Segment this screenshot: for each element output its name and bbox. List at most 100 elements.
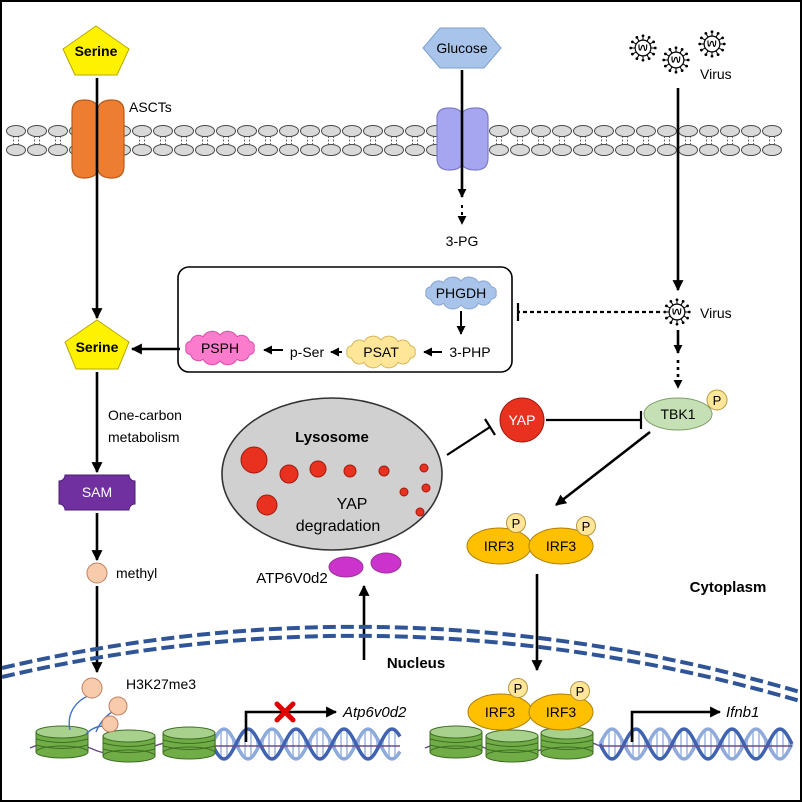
lipid-head: [258, 144, 278, 156]
tbk1-label: TBK1: [660, 406, 695, 422]
ifnb1-promoter-arrow: [630, 706, 722, 742]
ascts-label: ASCTs: [129, 99, 172, 115]
phospho-label: P: [512, 516, 521, 531]
chromatin-left: [29, 677, 402, 763]
lipid-head: [531, 125, 551, 137]
lipid-head: [48, 144, 68, 156]
yap-fragment: [378, 465, 390, 477]
irf3-label: IRF3: [546, 704, 577, 720]
lipid-head: [510, 144, 530, 156]
tbk1-to-irf3-arrow: [555, 430, 651, 507]
lipid-head: [510, 125, 530, 137]
irf3-label: IRF3: [484, 538, 515, 554]
lipid-head: [363, 144, 383, 156]
lipid-head: [657, 125, 677, 137]
lipid-head: [48, 125, 68, 137]
yap-fragment: [256, 494, 278, 516]
one-carbon-label-line1: One-carbon: [108, 407, 182, 423]
yap-label: YAP: [509, 412, 536, 428]
repression-x-icon: [274, 701, 296, 723]
lysosome-body: [221, 397, 443, 551]
lysosome-inhibits-yap-bar: [484, 418, 496, 436]
h3k27me3-mark: [108, 696, 128, 716]
nucleosome-icon: [540, 726, 594, 760]
tbk1-node: TBK1 P: [643, 389, 728, 431]
lipid-head: [6, 144, 26, 156]
tbk1-ellipse: [643, 397, 713, 431]
h3k27me3-label: H3K27me3: [126, 676, 196, 692]
yap-fragment: [399, 487, 409, 497]
phospho-label: P: [576, 684, 585, 699]
irf3-dimer-cytoplasm: IRF3 IRF3 P P: [466, 513, 596, 565]
lipid-head: [594, 125, 614, 137]
phospho-label: P: [514, 681, 523, 696]
yap-degradation-line1: YAP: [337, 496, 368, 513]
lipid-head: [195, 125, 215, 137]
lipid-head: [6, 125, 26, 137]
lipid-head: [321, 125, 341, 137]
lipid-head: [174, 144, 194, 156]
virus-label: Virus: [700, 305, 732, 321]
lysosome: Lysosome YAP degradation: [221, 397, 443, 551]
irf3-ellipse: [528, 693, 594, 731]
lipid-head: [216, 125, 236, 137]
lipid-head: [573, 144, 593, 156]
lipid-head: [342, 144, 362, 156]
nucleosome-icon: [485, 729, 539, 763]
3php-label: 3-PHP: [449, 344, 490, 360]
atp6v0d2-promoter-arrow: [244, 706, 338, 742]
serine-pentagon: [64, 319, 130, 370]
pser-label: p-Ser: [290, 344, 325, 360]
lipid-head: [174, 125, 194, 137]
phospho-badge: [706, 389, 728, 411]
phospho-label: P: [582, 519, 591, 534]
phgdh-label: PHGDH: [436, 285, 487, 301]
serine-label: Serine: [75, 43, 118, 59]
ifnb1-gene-label: Ifnb1: [726, 704, 759, 721]
lipid-head: [258, 125, 278, 137]
yap-fragment: [343, 464, 357, 478]
psph-label: PSPH: [201, 340, 239, 356]
lipid-head: [678, 144, 698, 156]
lipid-head: [594, 144, 614, 156]
lipid-head: [531, 144, 551, 156]
lipid-head: [657, 144, 677, 156]
lipid-head: [762, 125, 782, 137]
lipid-head: [342, 125, 362, 137]
yap-node: YAP: [499, 397, 545, 443]
lipid-head: [636, 144, 656, 156]
lipid-head: [741, 125, 761, 137]
yap-degradation-line2: degradation: [296, 518, 381, 535]
nuclear-envelope-outer: [1, 624, 801, 694]
lipid-head: [153, 144, 173, 156]
lipid-head: [132, 125, 152, 137]
yap-fragment: [421, 483, 431, 493]
lipid-head: [720, 125, 740, 137]
irf3-label: IRF3: [485, 704, 516, 720]
sam-shape: [58, 474, 136, 511]
dna-helix: [210, 727, 402, 761]
lysosome-title: Lysosome: [295, 429, 369, 446]
serine-input: Serine: [62, 25, 130, 76]
atp6v0d2-subunit: [370, 552, 402, 574]
virus-input: Virus: [628, 29, 732, 82]
nuclear-envelope-inner: [1, 633, 801, 703]
lipid-head: [489, 144, 509, 156]
phospho-label: P: [713, 393, 722, 408]
lipid-head: [279, 144, 299, 156]
lipid-head: [384, 144, 404, 156]
lipid-head: [195, 144, 215, 156]
lipid-head: [615, 125, 635, 137]
atp6v0d2-subunit: [328, 556, 364, 578]
lipid-head: [489, 125, 509, 137]
lipid-head: [636, 125, 656, 137]
histone-tail: [68, 695, 89, 731]
lipid-head: [552, 144, 572, 156]
one-carbon-label-line2: metabolism: [108, 429, 180, 445]
psat-cloud: [346, 335, 416, 369]
lipid-head: [720, 144, 740, 156]
lipid-head: [573, 125, 593, 137]
irf3-label: IRF3: [546, 538, 577, 554]
phospho-badge: [508, 678, 528, 698]
glucose-hexagon: [422, 27, 502, 69]
